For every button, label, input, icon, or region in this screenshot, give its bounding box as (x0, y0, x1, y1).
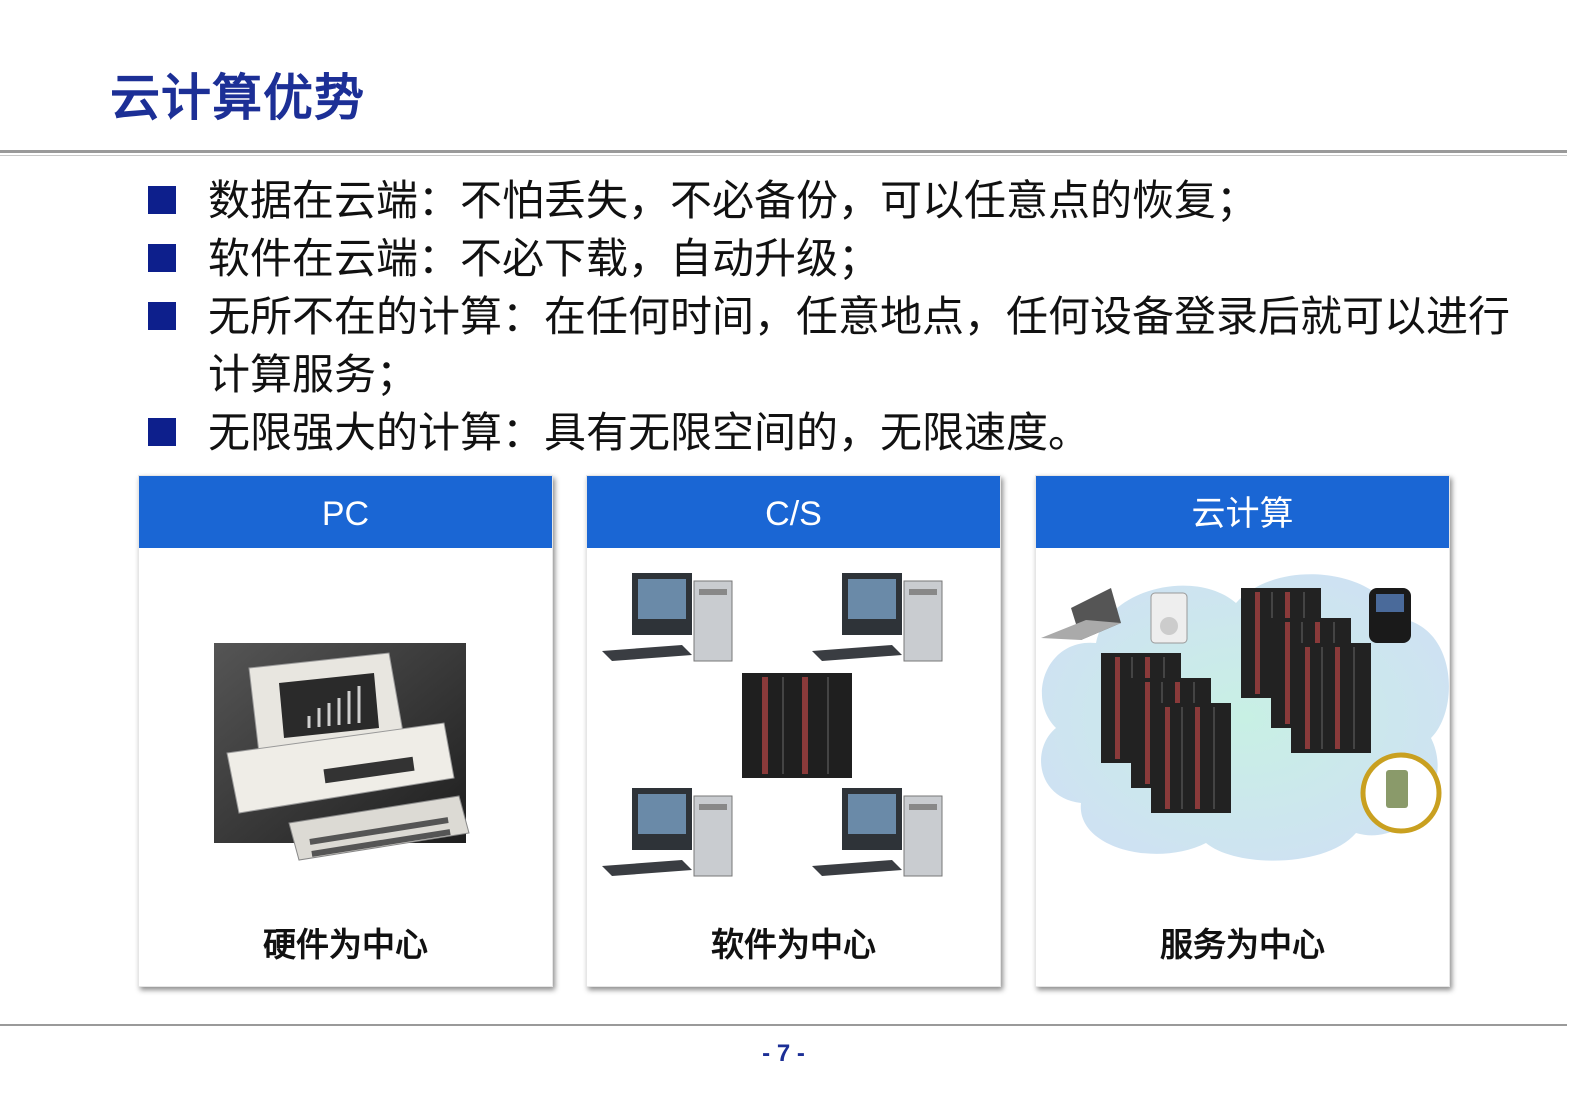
panel-caption: 硬件为中心 (263, 925, 428, 964)
bullet-item: 数据在云端：不怕丢失，不必备份，可以任意点的恢复； (148, 172, 1538, 230)
panel-pc: PC 硬件为中心 (138, 475, 553, 987)
panel-header: PC (139, 476, 552, 548)
panel-caption: 服务为中心 (1160, 925, 1325, 964)
panel-cloud: 云计算 (1035, 475, 1450, 987)
bullet-square-icon (148, 418, 176, 446)
bullet-item: 无所不在的计算：在任何时间，任意地点，任何设备登录后就可以进行计算服务； (148, 288, 1538, 404)
top-divider (0, 150, 1567, 153)
bullet-text: 无限强大的计算：具有无限空间的，无限速度。 (208, 408, 1091, 457)
cloud-computing-image (1041, 574, 1449, 861)
panel-cs: C/S 软件为中心 (586, 475, 1001, 987)
client-server-image (601, 572, 943, 877)
bullet-square-icon (148, 186, 176, 214)
top-divider-thin (0, 155, 1567, 156)
bullet-text: 数据在云端：不怕丢失，不必备份，可以任意点的恢复； (208, 176, 1259, 225)
slide-title: 云计算优势 (110, 68, 365, 127)
bullet-list: 数据在云端：不怕丢失，不必备份，可以任意点的恢复； 软件在云端：不必下载，自动升… (148, 172, 1538, 462)
bullet-square-icon (148, 244, 176, 272)
panel-caption: 软件为中心 (711, 925, 876, 964)
bullet-item: 软件在云端：不必下载，自动升级； (148, 230, 1538, 288)
bullet-item: 无限强大的计算：具有无限空间的，无限速度。 (148, 404, 1538, 462)
bullet-text: 软件在云端：不必下载，自动升级； (208, 234, 881, 283)
vintage-pc-image (214, 643, 470, 861)
bullet-square-icon (148, 302, 176, 330)
page-number: - 7 - (762, 1040, 805, 1067)
bullet-text: 无所不在的计算：在任何时间，任意地点，任何设备登录后就可以进行计算服务； (208, 292, 1511, 399)
bottom-divider (0, 1024, 1567, 1026)
panel-header: 云计算 (1036, 476, 1449, 548)
panel-header: C/S (587, 476, 1000, 548)
